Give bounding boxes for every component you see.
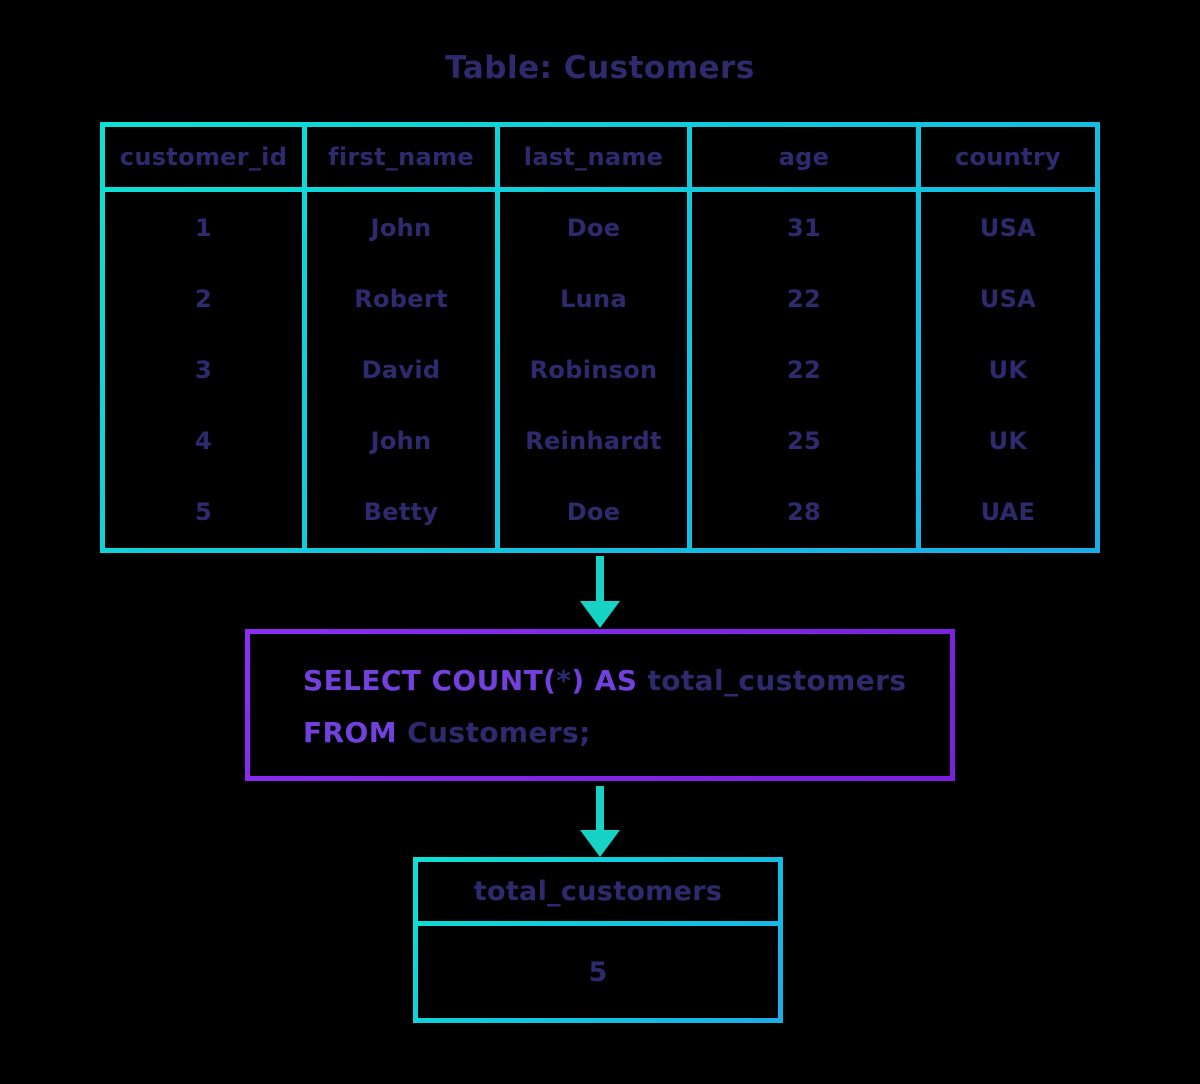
sql-identifier: Customers; [407, 716, 591, 749]
table-cell: Reinhardt [525, 427, 662, 456]
sql-keyword: FROM [303, 716, 408, 749]
column-header-age: age [692, 127, 916, 187]
table-title: Table: Customers [445, 50, 755, 86]
arrow-head [580, 601, 620, 628]
column-header-country: country [920, 127, 1095, 187]
table-cell: UK [988, 427, 1028, 456]
table-cell: Betty [363, 498, 439, 527]
sql-query-line-2: FROM Customers; [303, 707, 950, 759]
result-table: total_customers 5 [413, 857, 783, 1023]
table-column-customer-id: 1 2 3 4 5 [105, 192, 302, 548]
result-column-header: total_customers [418, 862, 778, 921]
table-cell: 1 [194, 213, 212, 242]
table-cell: Robinson [529, 355, 658, 384]
table-cell: 3 [194, 355, 212, 384]
column-header-last-name: last_name [500, 127, 688, 187]
table-cell: UK [988, 355, 1028, 384]
sql-keyword: ) AS [571, 664, 648, 697]
table-cell: 25 [786, 427, 821, 456]
arrow-stem [596, 786, 604, 831]
arrow-down-icon [578, 556, 622, 628]
table-cell: 5 [194, 498, 212, 527]
sql-identifier: total_customers [647, 664, 907, 697]
table-cell: John [370, 427, 432, 456]
table-column-age: 31 22 22 25 28 [692, 192, 916, 548]
table-cell: David [361, 355, 441, 384]
table-column-first-name: John Robert David John Betty [306, 192, 495, 548]
table-cell: 22 [786, 355, 821, 384]
column-header-customer-id: customer_id [105, 127, 302, 187]
table-cell: 4 [194, 427, 212, 456]
sql-keyword: SELECT COUNT( [303, 664, 557, 697]
arrow-stem [596, 556, 604, 602]
table-cell: Doe [566, 213, 621, 242]
sql-query-line-1: SELECT COUNT(*) AS total_customers [303, 655, 950, 707]
result-value: 5 [418, 926, 778, 1018]
table-cell: Robert [354, 284, 448, 313]
sql-star: * [556, 664, 572, 697]
table-cell: UAE [980, 498, 1036, 527]
table-cell: Luna [560, 284, 627, 313]
table-column-last-name: Doe Luna Robinson Reinhardt Doe [500, 192, 688, 548]
sql-query-box: SELECT COUNT(*) AS total_customers FROM … [245, 629, 955, 781]
table-cell: 28 [786, 498, 821, 527]
table-cell: 2 [194, 284, 212, 313]
table-cell: John [370, 213, 432, 242]
table-cell: USA [979, 284, 1037, 313]
table-cell: USA [979, 213, 1037, 242]
table-cell: 31 [786, 213, 821, 242]
table-cell: 22 [786, 284, 821, 313]
customers-table: customer_id first_name last_name age cou… [100, 122, 1100, 553]
arrow-head [580, 830, 620, 857]
table-column-country: USA USA UK UK UAE [920, 192, 1095, 548]
table-cell: Doe [566, 498, 621, 527]
arrow-down-icon [578, 786, 622, 857]
column-header-first-name: first_name [306, 127, 495, 187]
